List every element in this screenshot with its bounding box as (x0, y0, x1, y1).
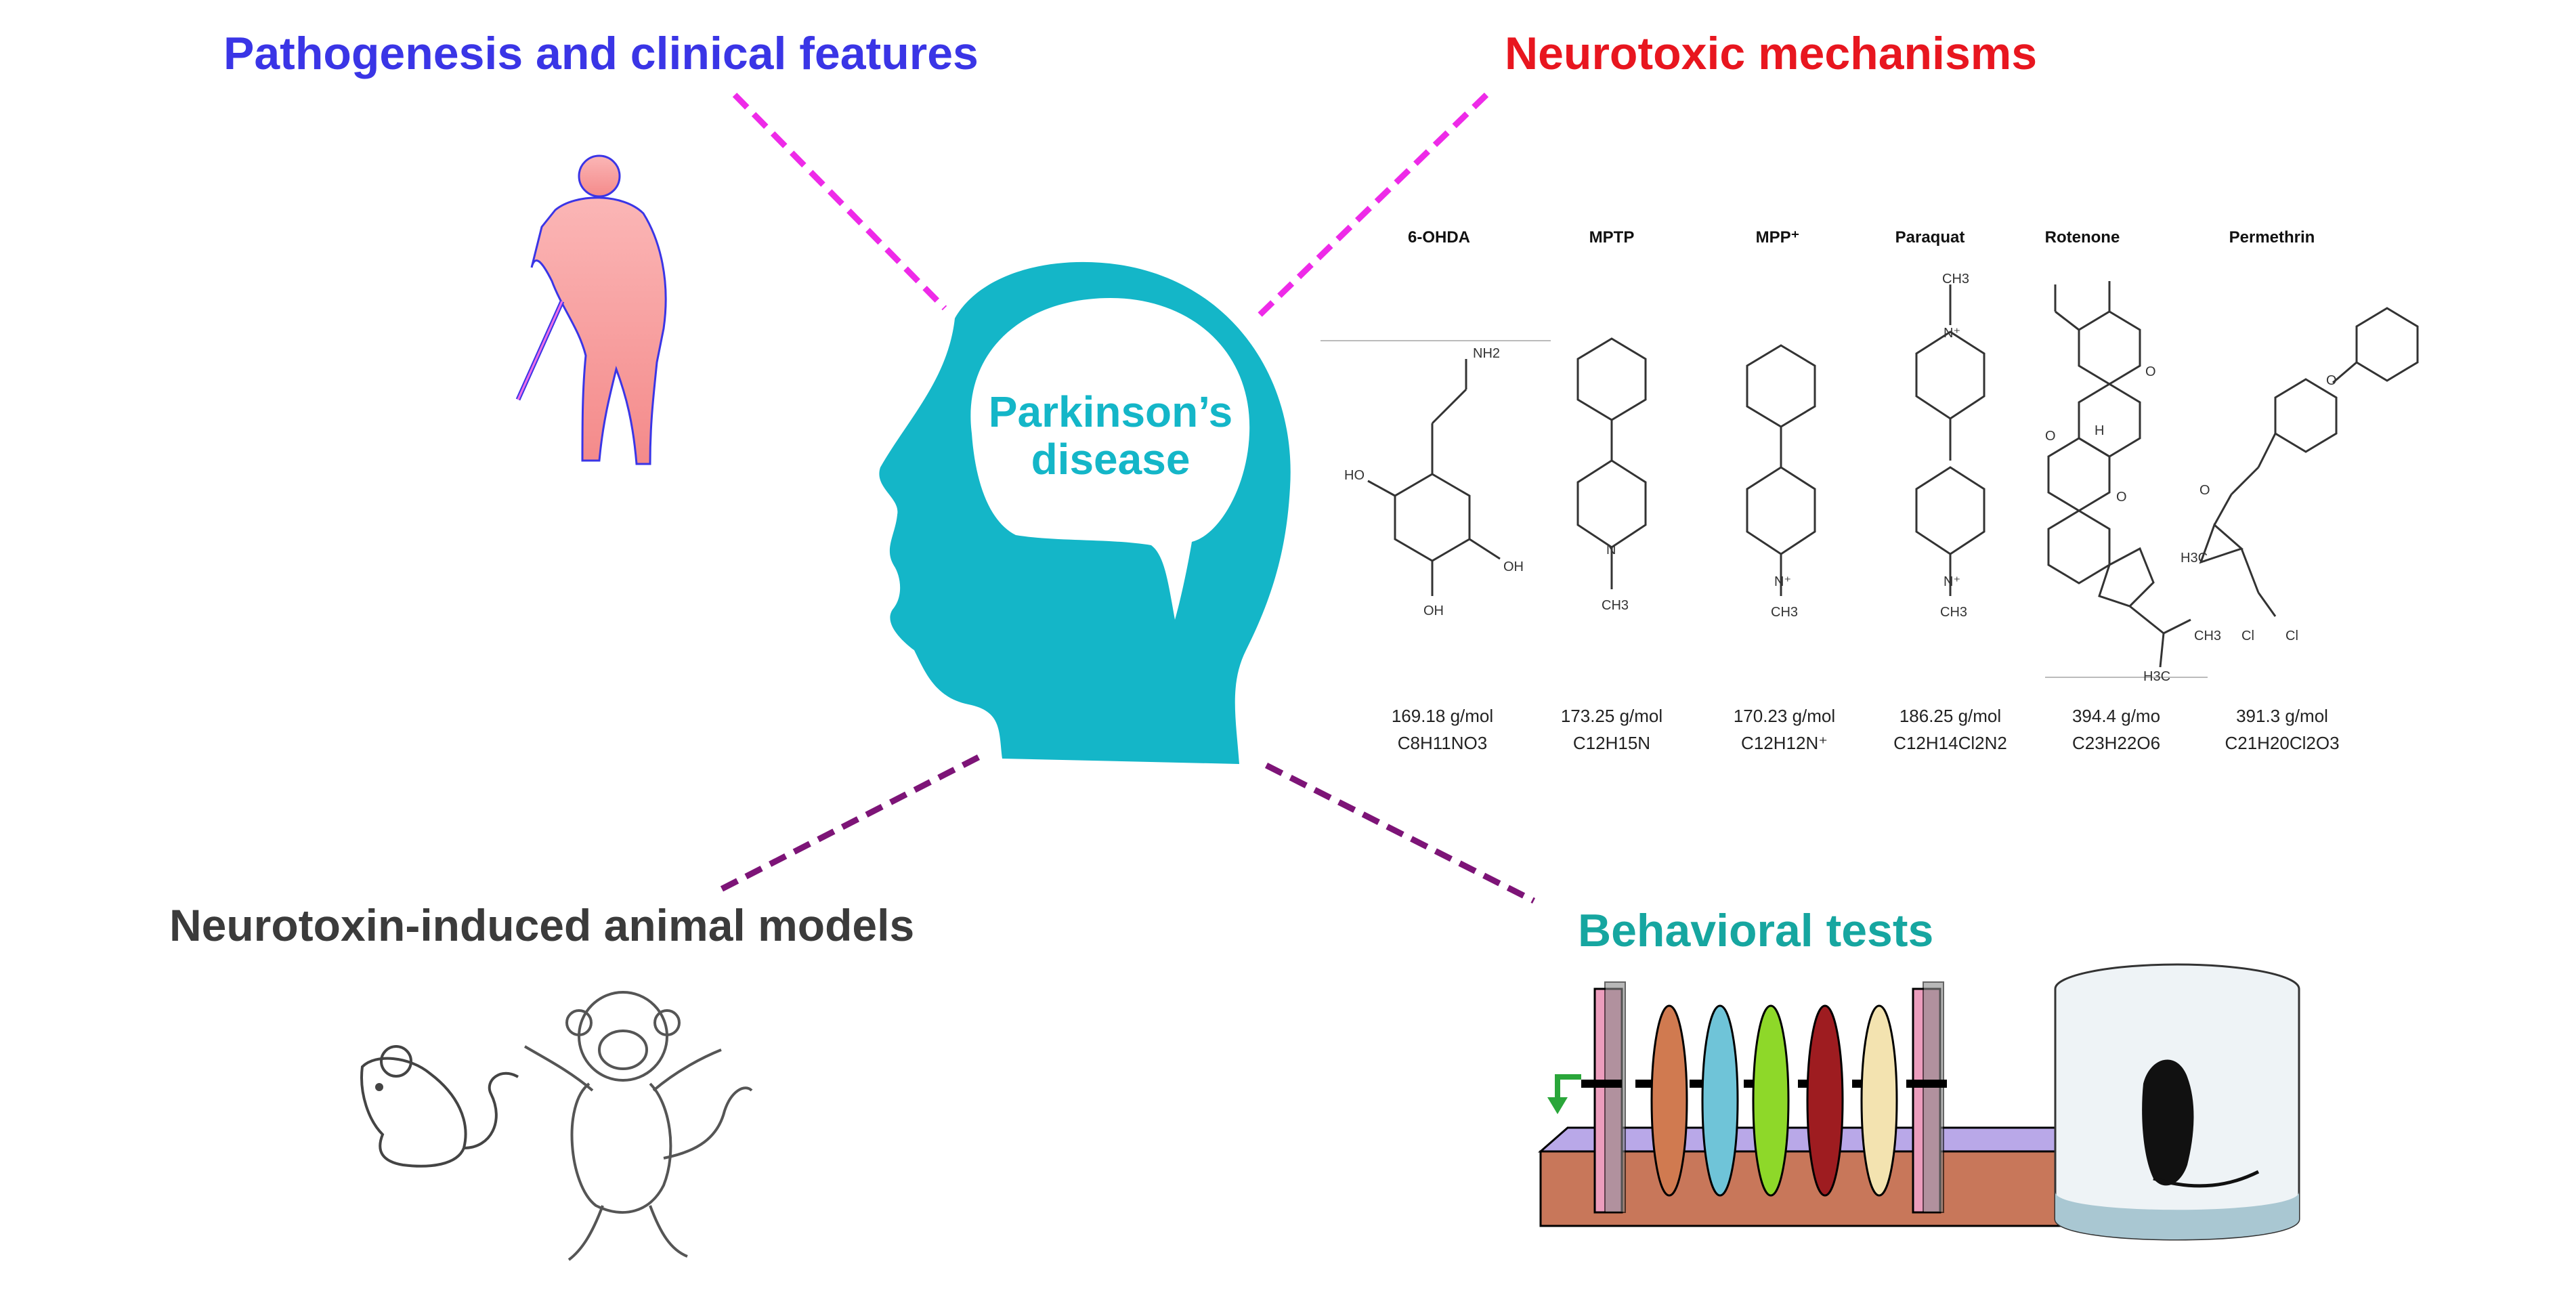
structure-paraquat (1915, 284, 1985, 596)
formula-mptp: C12H15N (1573, 733, 1650, 753)
heading-animal-models: Neurotoxin-induced animal models (169, 900, 915, 950)
atom-h-rotenone: H (2095, 423, 2104, 438)
center-line-2: disease (1031, 435, 1190, 484)
structure-mpp (1746, 344, 1816, 596)
atom-ch3-mpp: CH3 (1771, 605, 1798, 620)
structure-mptp (1576, 337, 1647, 589)
atom-n-mptp: N (1606, 543, 1616, 557)
mass-paraquat: 186.25 g/mol (1899, 706, 2001, 726)
atom-ho-6ohda: HO (1344, 468, 1365, 483)
compound-name-mpp: MPP⁺ (1756, 228, 1800, 247)
monkey-icon (523, 991, 753, 1261)
atom-nplus-bottom-paraquat: N⁺ (1944, 574, 1960, 589)
atom-o2-rotenone: O (2145, 364, 2156, 379)
compound-name-rotenone: Rotenone (2045, 228, 2120, 247)
connector-animal (712, 754, 981, 896)
mouse-icon (360, 1045, 519, 1168)
formula-6ohda: C8H11NO3 (1398, 733, 1487, 753)
center-line-1: Parkinson’s (989, 387, 1232, 436)
formula-paraquat: C12H14Cl2N2 (1893, 733, 2007, 753)
compound-name-6ohda: 6-OHDA (1408, 228, 1470, 247)
atom-o2-permethrin: O (2199, 483, 2210, 498)
elderly-person-icon (515, 154, 667, 465)
atom-o-rotenone: O (2045, 429, 2056, 444)
compound-name-paraquat: Paraquat (1895, 228, 1965, 247)
connector-neurotoxic (1253, 92, 1489, 321)
heading-behavioral-tests: Behavioral tests (1578, 905, 1934, 956)
head-icon (879, 261, 1291, 764)
formula-permethrin: C21H20Cl2O3 (2225, 733, 2339, 753)
atom-o3-rotenone: O (2116, 490, 2127, 505)
atom-ch3-top-paraquat: CH3 (1942, 272, 1969, 286)
compound-structures: 6-OHDA MPTP MPP⁺ Paraquat Rotenone Perme… (1321, 228, 2419, 753)
atom-h3c-rotenone: H3C (2143, 669, 2170, 684)
atom-nplus-mpp: N⁺ (1774, 574, 1791, 589)
heading-pathogenesis: Pathogenesis and clinical features (223, 28, 979, 79)
atom-oh-a-6ohda: OH (1503, 559, 1524, 574)
formula-rotenone: C23H22O6 (2072, 733, 2160, 753)
atom-nh2-6ohda: NH2 (1473, 346, 1500, 361)
mass-6ohda: 169.18 g/mol (1392, 706, 1493, 726)
atom-cl-a-permethrin: Cl (2241, 629, 2254, 643)
atom-nplus-top-paraquat: N⁺ (1944, 326, 1960, 341)
mass-mpp: 170.23 g/mol (1734, 706, 1835, 726)
mass-mptp: 173.25 g/mol (1561, 706, 1662, 726)
atom-ch3-rotenone: CH3 (2194, 629, 2221, 643)
connector-pathogenesis (732, 92, 947, 311)
atom-ch3-bottom-paraquat: CH3 (1940, 605, 1967, 620)
atom-cl-b-permethrin: Cl (2285, 629, 2298, 643)
atom-ch3-mptp: CH3 (1602, 598, 1629, 613)
rotarod-icon (1538, 981, 2173, 1229)
compound-name-mptp: MPTP (1589, 228, 1635, 247)
connector-behavioral (1264, 762, 1536, 904)
formula-mpp: C12H12N⁺ (1741, 733, 1828, 753)
atom-o-permethrin: O (2326, 373, 2337, 388)
mass-permethrin: 391.3 g/mol (2236, 706, 2328, 726)
structure-6ohda (1367, 359, 1501, 596)
atom-h3c-permethrin: H3C (2181, 551, 2208, 566)
swim-cylinder-rat-icon (2054, 963, 2300, 1241)
atom-oh-b-6ohda: OH (1423, 603, 1444, 618)
heading-neurotoxic: Neurotoxic mechanisms (1505, 28, 2038, 79)
structure-rotenone (2047, 281, 2191, 668)
compound-name-permethrin: Permethrin (2229, 228, 2315, 247)
mass-rotenone: 394.4 g/mo (2072, 706, 2160, 726)
structure-permethrin (2199, 307, 2419, 617)
